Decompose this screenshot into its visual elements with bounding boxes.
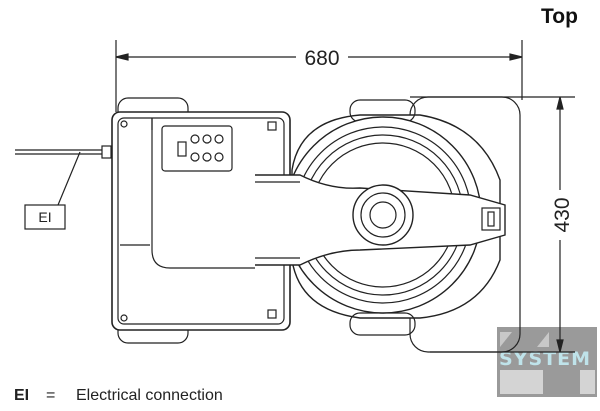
depth-value: 430 bbox=[551, 197, 574, 232]
watermark-logo: SYSTEM bbox=[497, 327, 597, 397]
legend: EI = Electrical connection bbox=[14, 387, 223, 405]
view-title: Top bbox=[541, 5, 578, 28]
machine-body bbox=[111, 96, 521, 353]
legend-text: Electrical connection bbox=[76, 387, 223, 404]
width-dimension: 680 bbox=[115, 40, 523, 112]
electrical-cord: EI bbox=[15, 145, 112, 230]
callout-label: EI bbox=[38, 209, 51, 225]
width-value: 680 bbox=[304, 47, 339, 70]
legend-abbr: EI bbox=[14, 387, 30, 404]
legend-equals: = bbox=[46, 387, 56, 404]
watermark-text: SYSTEM bbox=[499, 348, 591, 370]
control-panel bbox=[161, 125, 233, 172]
